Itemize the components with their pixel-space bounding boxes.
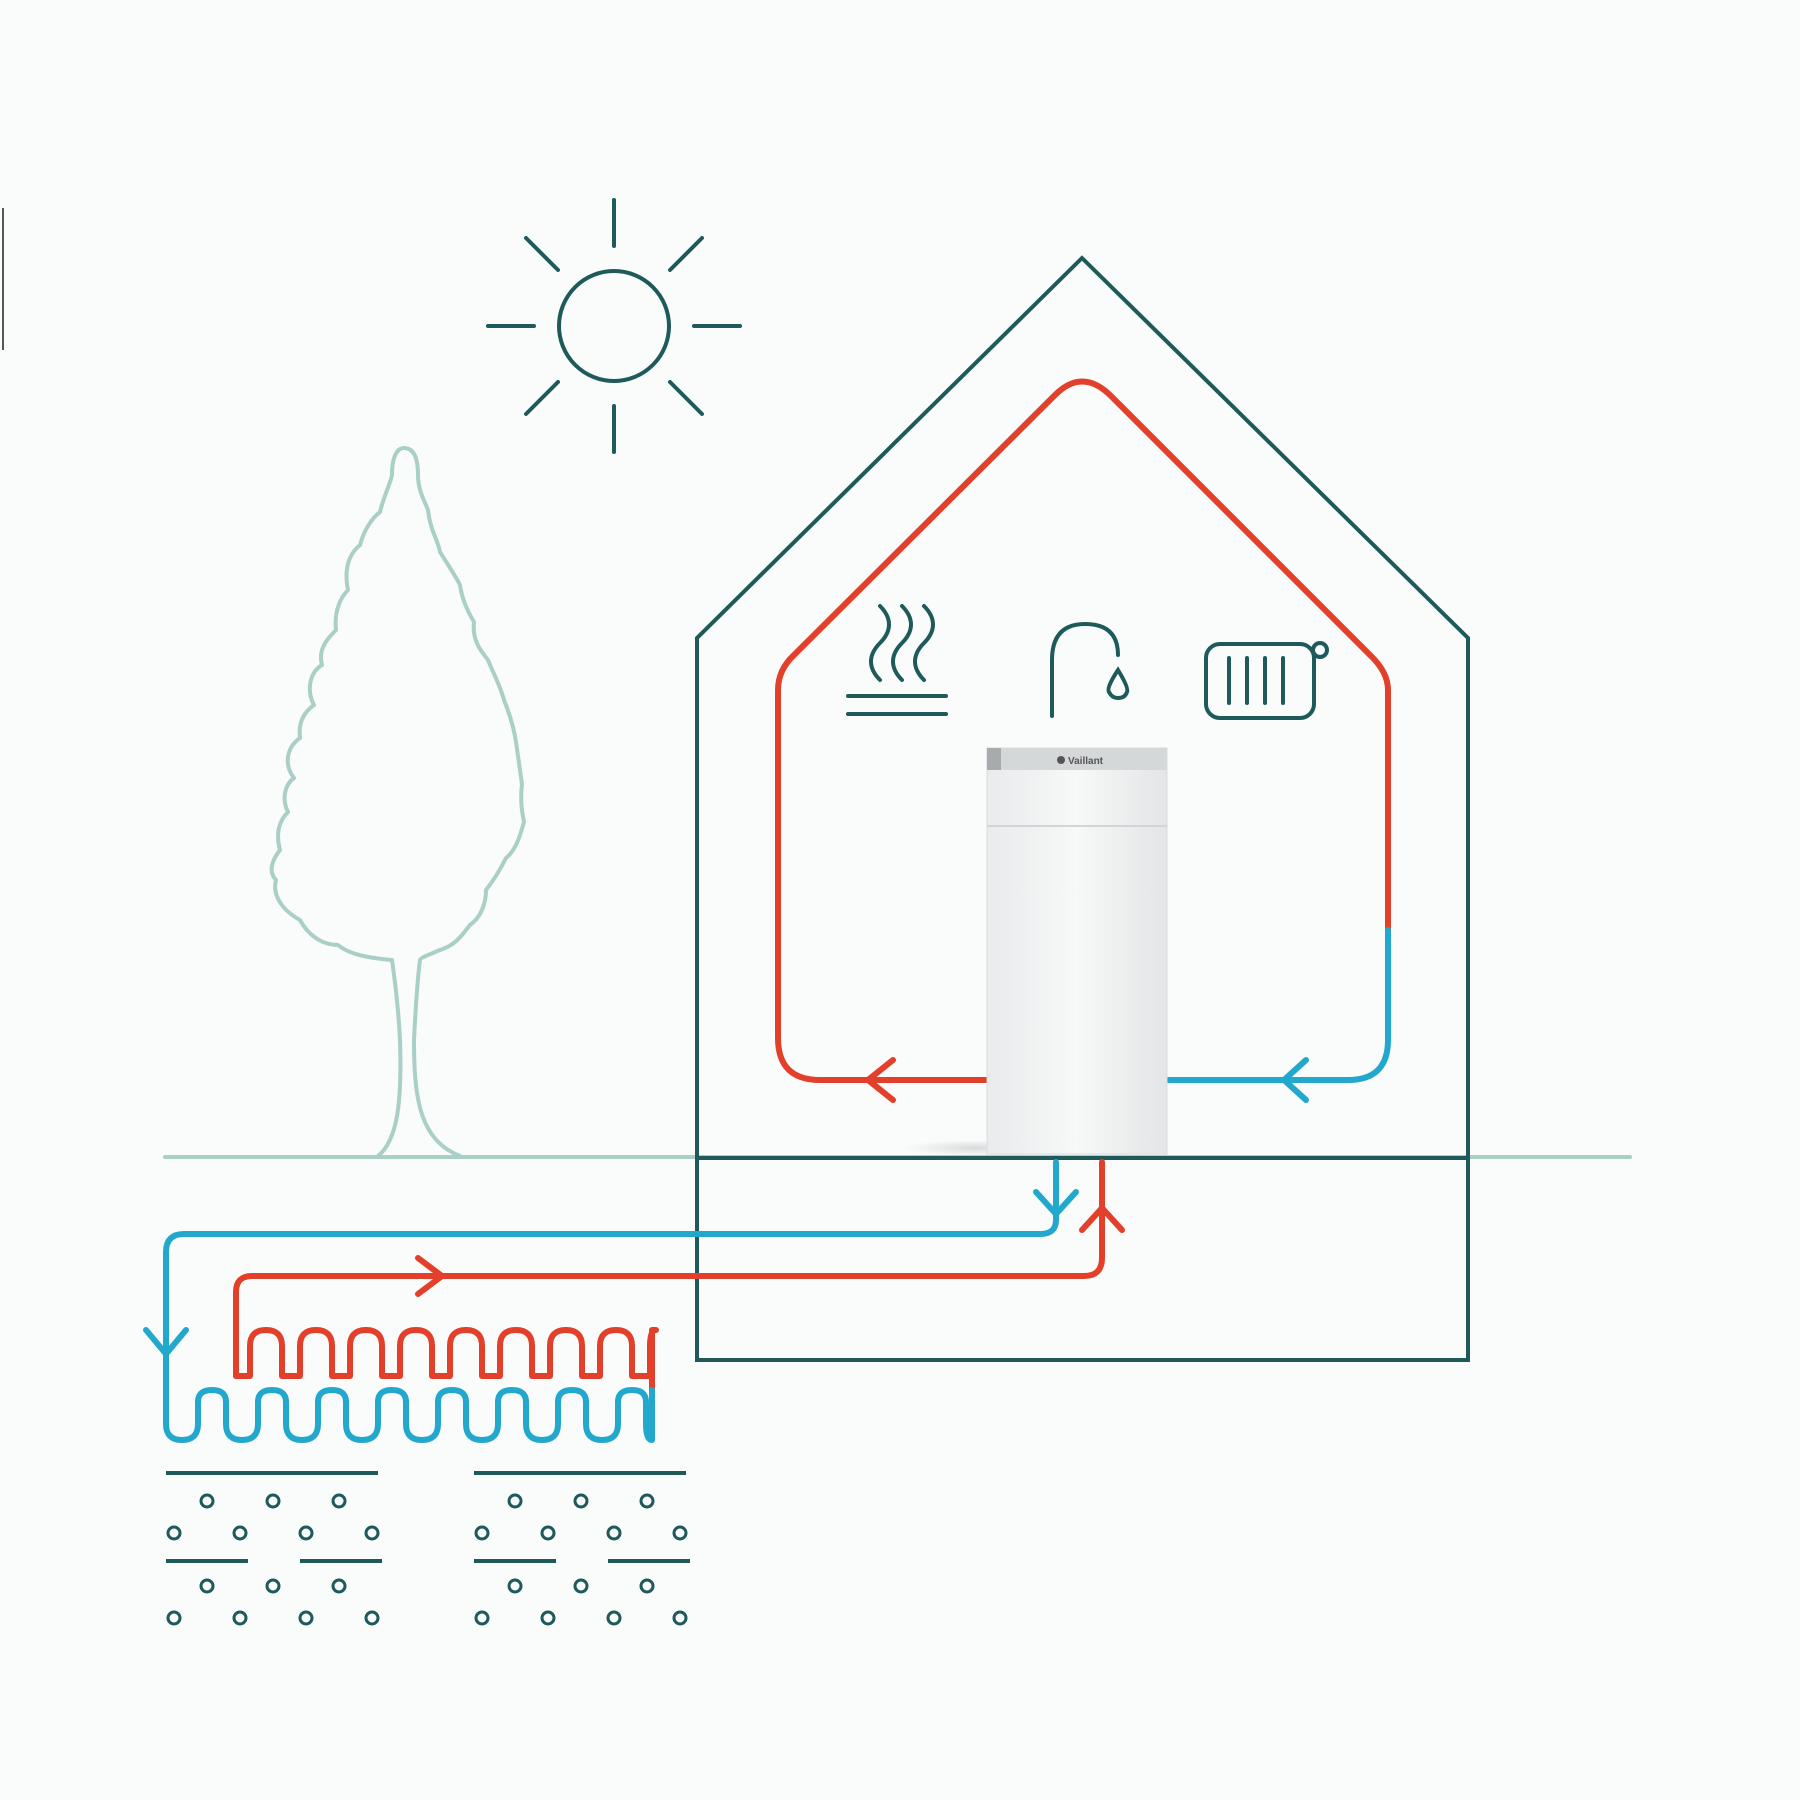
soil-dot [507, 1578, 523, 1594]
sun-icon [486, 198, 742, 454]
soil-dot [364, 1610, 380, 1626]
soil-dot [474, 1610, 490, 1626]
brand-logo: Vaillant [1057, 756, 1104, 767]
house-outline [695, 255, 1470, 1362]
hot-water-tap-icon [1050, 621, 1130, 718]
return-arrow-left [1281, 1057, 1309, 1103]
soil-dot [166, 1610, 182, 1626]
soil-dot [672, 1525, 688, 1541]
soil-dot [573, 1578, 589, 1594]
soil-dot [364, 1525, 380, 1541]
soil-dot [265, 1578, 281, 1594]
underfloor-heating-icon [846, 604, 948, 716]
heating-flow-line-hot [775, 378, 1391, 1083]
ground-collector-loop-hot [233, 1327, 659, 1393]
brine-return-line-cold [163, 1159, 1059, 1385]
brine-arrow-right [415, 1255, 445, 1297]
heat-pump-unit: Vaillant [905, 747, 1168, 1156]
flow-arrow-left [865, 1057, 896, 1103]
radiator-icon [1204, 641, 1329, 720]
soil-dot [331, 1493, 347, 1509]
soil-dot [331, 1578, 347, 1594]
brine-arrow-up-unit [1079, 1205, 1125, 1233]
soil-layers [166, 1471, 690, 1626]
soil-dot [298, 1525, 314, 1541]
soil-dot [232, 1525, 248, 1541]
soil-dot [540, 1525, 556, 1541]
heating-return-line-cold [1165, 927, 1391, 1083]
soil-dot [639, 1493, 655, 1509]
brine-arrow-down-unit [1033, 1189, 1079, 1217]
soil-dot [199, 1493, 215, 1509]
soil-dot [573, 1493, 589, 1509]
brand-label: Vaillant [1068, 756, 1104, 767]
soil-dot [232, 1610, 248, 1626]
brine-flow-line-hot [233, 1159, 1105, 1379]
brine-arrow-down-left [143, 1327, 189, 1357]
soil-dot [474, 1525, 490, 1541]
soil-dot [540, 1610, 556, 1626]
soil-dot [298, 1610, 314, 1626]
soil-dot [639, 1578, 655, 1594]
ground-collector-loop-cold [163, 1379, 655, 1443]
soil-dot [606, 1525, 622, 1541]
soil-dot [166, 1525, 182, 1541]
soil-dot [606, 1610, 622, 1626]
soil-dot [265, 1493, 281, 1509]
soil-dot [672, 1610, 688, 1626]
soil-dot [507, 1493, 523, 1509]
tree-icon [269, 446, 526, 1158]
soil-dot [199, 1578, 215, 1594]
